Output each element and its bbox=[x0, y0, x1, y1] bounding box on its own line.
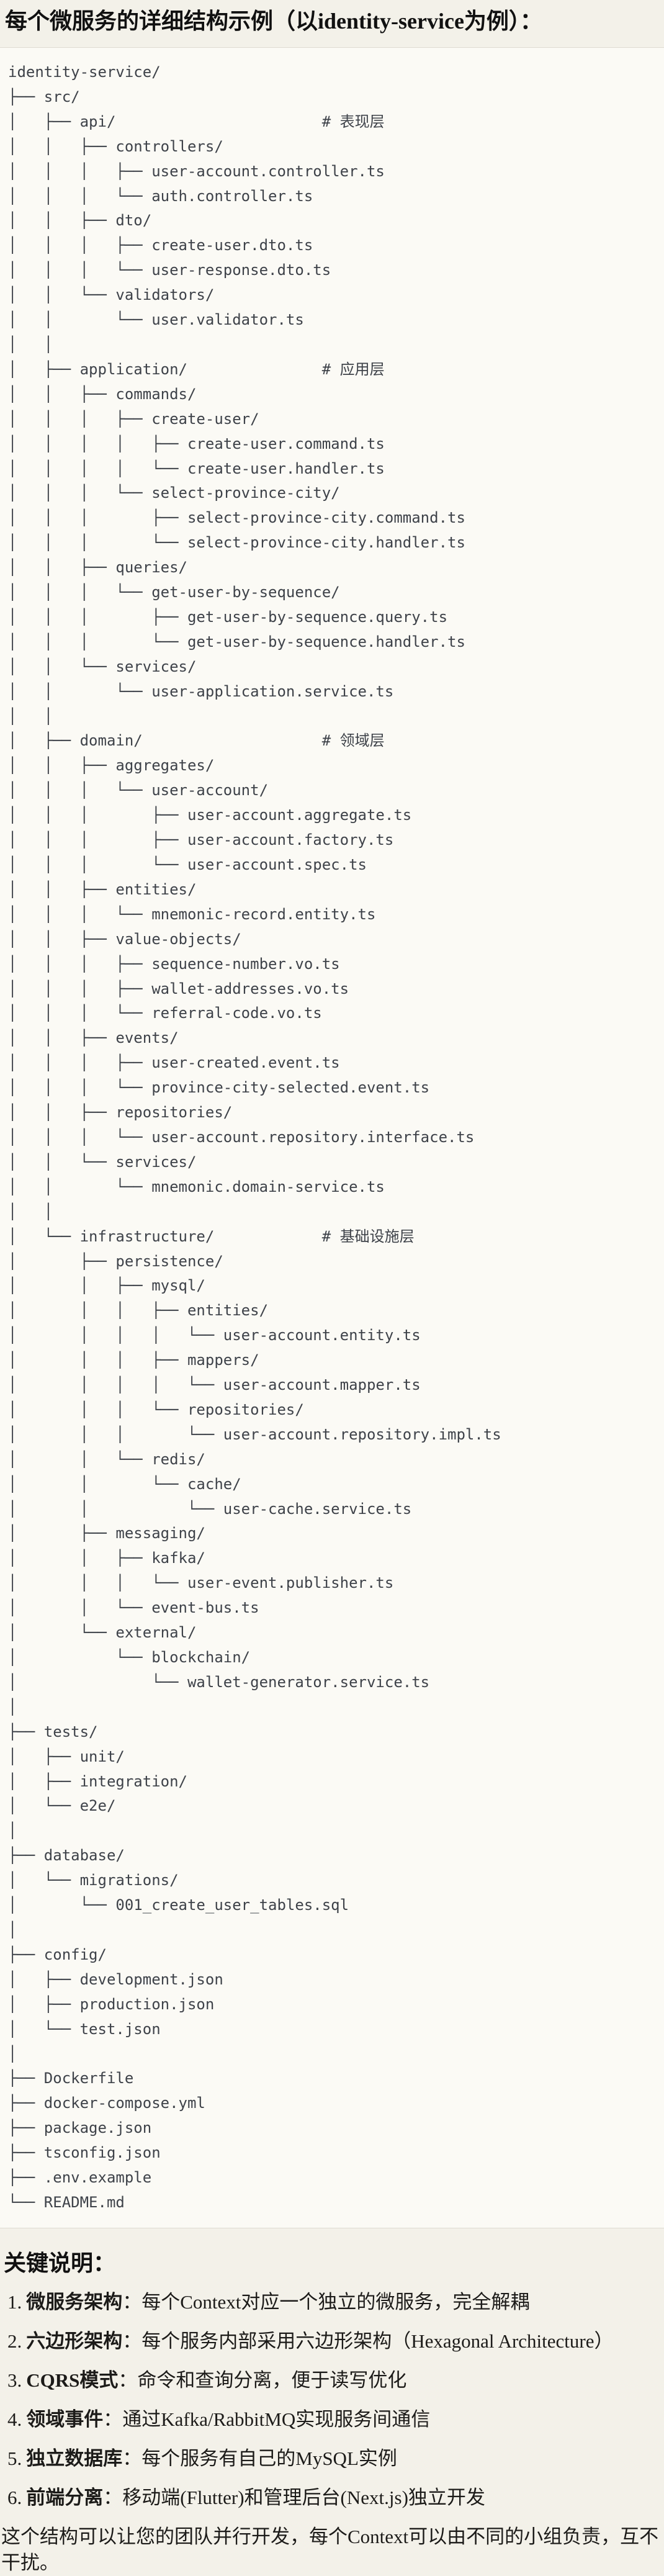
file-tree: identity-service/ ├── src/ │ ├── api/ # … bbox=[8, 63, 501, 2211]
list-item: 5.独立数据库：每个服务有自己的MySQL实例 bbox=[7, 2446, 664, 2472]
list-item-text: ：每个服务有自己的MySQL实例 bbox=[122, 2447, 397, 2469]
list-item-term: CQRS模式 bbox=[26, 2369, 119, 2391]
list-item-text: ：移动端(Flutter)和管理后台(Next.js)独立开发 bbox=[103, 2486, 485, 2508]
page-title: 每个微服务的详细结构示例（以identity-service为例）： bbox=[5, 9, 542, 34]
code-block: identity-service/ ├── src/ │ ├── api/ # … bbox=[0, 47, 664, 2228]
list-item-number: 2. bbox=[7, 2330, 22, 2352]
list-item-text: ：通过Kafka/RabbitMQ实现服务间通信 bbox=[103, 2408, 431, 2430]
list-item: 2.六边形架构：每个服务内部采用六边形架构（Hexagonal Architec… bbox=[7, 2328, 664, 2354]
list-item-text: ：每个服务内部采用六边形架构（Hexagonal Architecture） bbox=[122, 2330, 614, 2352]
list-item: 3.CQRS模式：命令和查询分离，便于读写优化 bbox=[7, 2367, 664, 2394]
list-item-number: 5. bbox=[7, 2447, 22, 2469]
list-item: 1.微服务架构：每个Context对应一个独立的微服务，完全解耦 bbox=[7, 2289, 664, 2315]
document: 每个微服务的详细结构示例（以identity-service为例）： ident… bbox=[0, 7, 664, 2576]
list-item-number: 4. bbox=[7, 2408, 22, 2430]
list-item-term: 微服务架构 bbox=[26, 2290, 123, 2313]
list-item-term: 独立数据库 bbox=[26, 2447, 123, 2469]
list-item-term: 领域事件 bbox=[26, 2408, 104, 2430]
list-item: 4.领域事件：通过Kafka/RabbitMQ实现服务间通信 bbox=[7, 2407, 664, 2433]
list-item-term: 六边形架构 bbox=[26, 2330, 123, 2352]
list-item-number: 6. bbox=[7, 2486, 22, 2508]
list-item-text: ：命令和查询分离，便于读写优化 bbox=[118, 2369, 407, 2391]
list-item-text: ：每个Context对应一个独立的微服务，完全解耦 bbox=[122, 2290, 530, 2313]
list-item-term: 前端分离 bbox=[26, 2486, 104, 2508]
list-item: 6.前端分离：移动端(Flutter)和管理后台(Next.js)独立开发 bbox=[7, 2485, 664, 2511]
closing-paragraph: 这个结构可以让您的团队并行开发，每个Context可以由不同的小组负责，互不干扰… bbox=[1, 2525, 659, 2574]
list-item-number: 1. bbox=[7, 2290, 22, 2313]
list-item-number: 3. bbox=[7, 2369, 22, 2391]
notes-section: 关键说明： 1.微服务架构：每个Context对应一个独立的微服务，完全解耦 2… bbox=[0, 2249, 664, 2576]
notes-list: 1.微服务架构：每个Context对应一个独立的微服务，完全解耦 2.六边形架构… bbox=[1, 2289, 664, 2511]
notes-heading: 关键说明： bbox=[4, 2250, 116, 2276]
